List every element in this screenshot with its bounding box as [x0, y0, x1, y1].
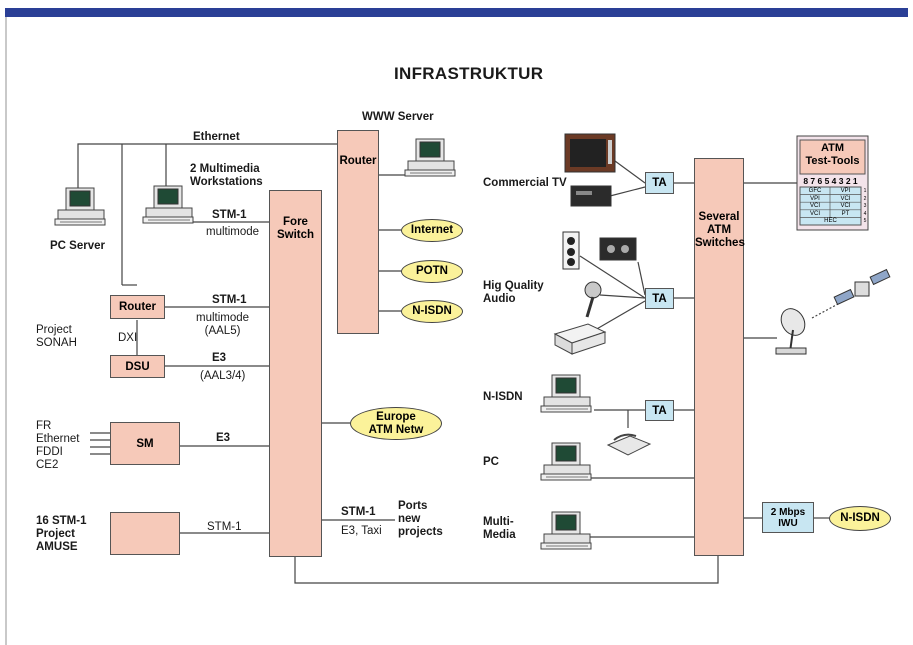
- atm-cell: HEC: [824, 218, 837, 225]
- router-www: Router: [337, 130, 379, 334]
- satellite-dish-icon: [775, 308, 807, 355]
- fr-list-label: FR Ethernet FDDI CE2: [36, 420, 80, 471]
- atm-cell: VCI: [809, 203, 820, 210]
- router-sonah-label: Router: [118, 301, 157, 313]
- atm-cell: VCI: [809, 210, 820, 217]
- atm-row-number: 4: [863, 210, 867, 217]
- ethernet-label: Ethernet: [193, 131, 240, 143]
- ta-audio: TA: [645, 288, 674, 309]
- multimedia-label: Multi- Media: [483, 516, 516, 541]
- dxi-label: DXI: [118, 332, 138, 344]
- project-sonah-label: Project SONAH: [36, 324, 77, 349]
- sm-e3-label: E3: [216, 432, 231, 444]
- www-server-label: WWW Server: [362, 111, 434, 123]
- www-server-computer-icon: [404, 138, 456, 177]
- top-banner: [5, 8, 908, 17]
- atm-test-tools-title: ATM Test-Tools: [805, 142, 860, 167]
- atm-cell: PT: [841, 210, 850, 217]
- several-atm-label: Several ATM Switches: [695, 211, 745, 249]
- amuse-switch: [110, 512, 180, 555]
- several-atm-switches: Several ATM Switches: [694, 158, 745, 556]
- tape-icon: [599, 237, 637, 261]
- atm-row-number: 5: [863, 218, 867, 225]
- telephone-icon: [606, 433, 652, 456]
- sm-box: SM: [110, 422, 180, 465]
- microphone-icon: [584, 281, 602, 318]
- n-isdn-oval-right: N-ISDN: [829, 506, 891, 531]
- e3-taxi-label: E3, Taxi: [341, 525, 382, 537]
- workstation-computer-icon: [142, 185, 194, 224]
- atm-test-tools: [796, 135, 869, 231]
- pc-server-label: PC Server: [50, 240, 105, 252]
- pc-label: PC: [483, 456, 499, 468]
- atm-row-number: 1: [863, 188, 867, 194]
- n-isdn-oval-top: N-ISDN: [401, 300, 463, 323]
- atm-cell: GFC: [808, 188, 822, 194]
- satellite-icon: [833, 268, 891, 306]
- atm-bit-numbers: 8 7 6 5 4 3 2 1: [803, 176, 858, 186]
- page-title: INFRASTRUKTUR: [394, 64, 544, 83]
- atm-row-number: 3: [863, 203, 867, 210]
- pc-server-computer-icon: [54, 187, 106, 226]
- e3-label: E3: [212, 352, 227, 364]
- hq-audio-label: Hig Quality Audio: [483, 280, 544, 305]
- router-www-label: Router: [339, 155, 377, 167]
- multimedia-computer-icon: [540, 511, 592, 550]
- dsu-label: DSU: [125, 361, 150, 373]
- fore-switch-label: Fore Switch: [276, 216, 315, 241]
- potn-oval: POTN: [401, 260, 463, 283]
- sm-label: SM: [136, 438, 154, 450]
- ports-new-projects-label: Ports new projects: [398, 500, 443, 538]
- atm-cell: VCI: [840, 203, 851, 210]
- commercial-tv-label: Commercial TV: [483, 177, 567, 189]
- router-sonah: Router: [110, 295, 165, 319]
- europe-atm-oval: Europe ATM Netw: [350, 407, 442, 440]
- amuse-label: 16 STM-1 Project AMUSE: [36, 515, 87, 553]
- amuse-stm1-label: STM-1: [207, 521, 242, 533]
- router-stm1-label: STM-1: [212, 294, 247, 306]
- dsu: DSU: [110, 355, 165, 378]
- frame-edge: [5, 17, 7, 645]
- multimode-label: multimode: [206, 226, 260, 238]
- atm-cell: VPI: [840, 188, 851, 194]
- multimode-aal5-label: multimode (AAL5): [196, 312, 250, 337]
- n-isdn-computer-icon: [540, 374, 592, 413]
- ta-isdn: TA: [645, 400, 674, 421]
- ta-tv: TA: [645, 172, 674, 194]
- aal34-label: (AAL3/4): [200, 370, 246, 382]
- tv-icon: [564, 133, 616, 173]
- atm-cell: VPI: [810, 195, 820, 202]
- multimedia-workstations-label: 2 Multimedia Workstations: [190, 163, 263, 188]
- stm1-label: STM-1: [212, 209, 247, 221]
- atm-cell: VCI: [840, 195, 851, 202]
- amplifier-icon: [553, 323, 607, 355]
- pc-computer-icon: [540, 442, 592, 481]
- iwu-box: 2 Mbps IWU: [762, 502, 814, 533]
- n-isdn-label: N-ISDN: [483, 391, 523, 403]
- fore-switch: Fore Switch: [269, 190, 322, 557]
- speaker-icon: [562, 231, 580, 270]
- vcr-icon: [570, 185, 612, 207]
- ports-stm1-label: STM-1: [341, 506, 376, 518]
- internet-oval: Internet: [401, 219, 463, 242]
- atm-row-number: 2: [863, 195, 867, 202]
